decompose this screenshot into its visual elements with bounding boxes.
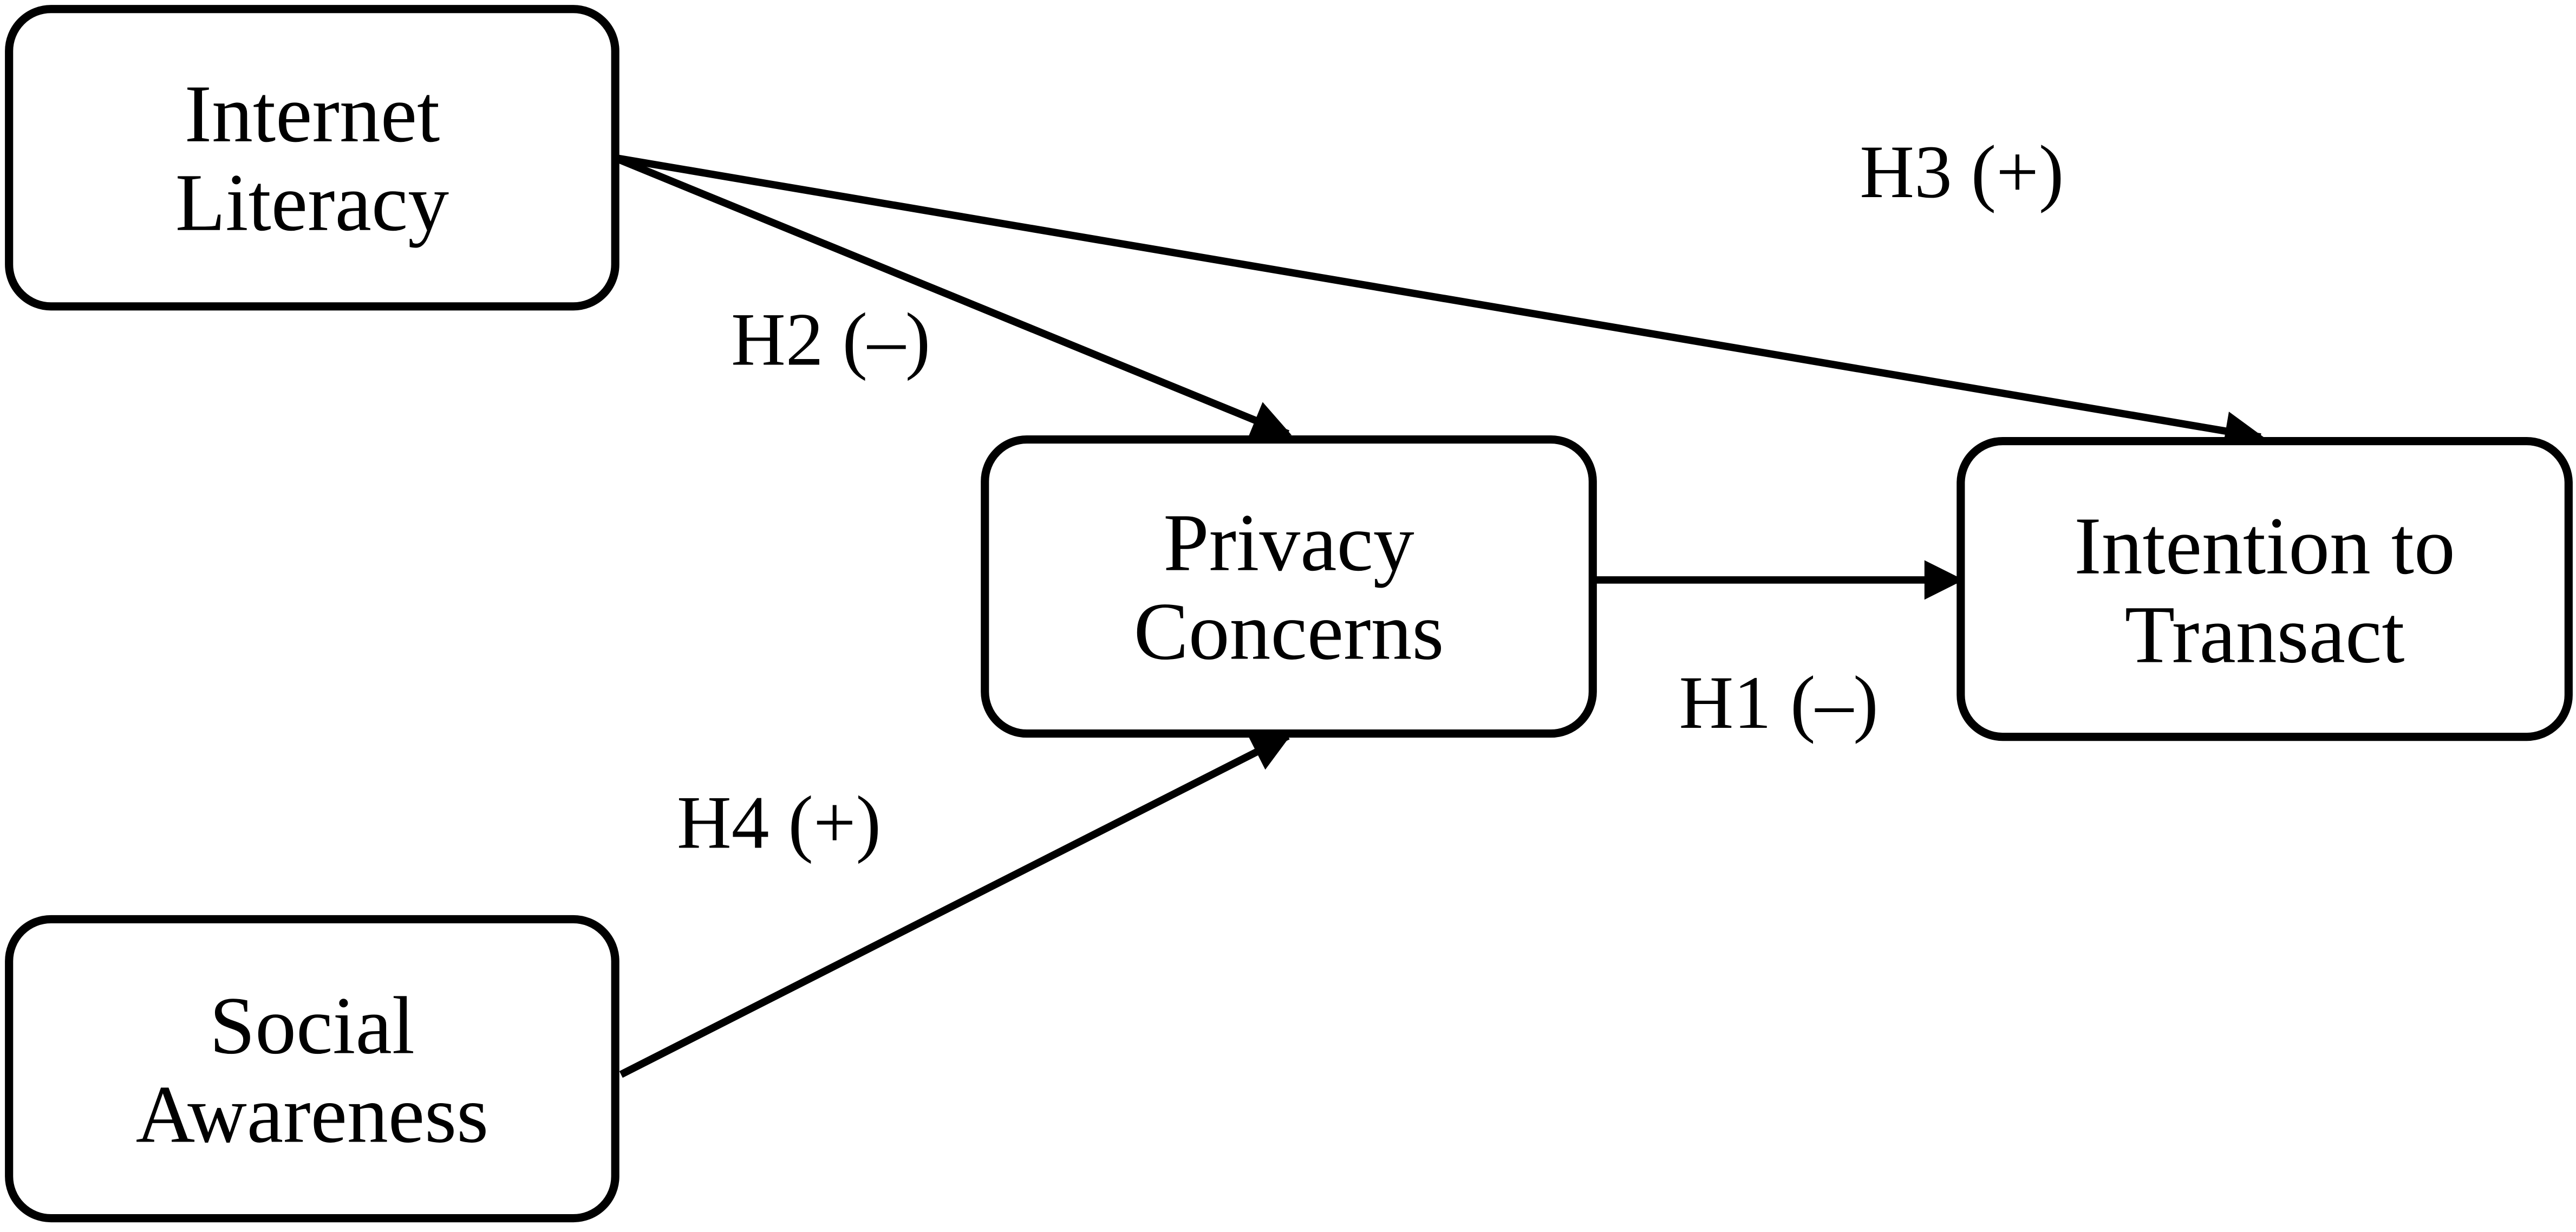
node-label-line: Concerns: [1133, 585, 1444, 677]
node-internet-literacy: Internet Literacy: [5, 5, 619, 311]
edge-label-h1: H1 (–): [1679, 660, 1879, 745]
node-intention-to-transact: Intention to Transact: [1957, 436, 2573, 741]
edge-h4: [619, 733, 1292, 1078]
node-privacy-concerns: Privacy Concerns: [981, 435, 1597, 738]
edge-h2: [613, 154, 1292, 439]
node-label-line: Awareness: [135, 1067, 489, 1159]
node-label-line: Social: [209, 978, 415, 1071]
node-label-line: Literacy: [175, 156, 449, 249]
edge-label-h3: H3 (+): [1860, 129, 2064, 214]
edge-h3: [614, 154, 2265, 451]
node-social-awareness: Social Awareness: [5, 915, 619, 1223]
edge-label-h4: H4 (+): [676, 780, 882, 864]
node-label-line: Transact: [2124, 587, 2405, 680]
node-label-line: Internet: [184, 67, 440, 160]
edge-label-h2: H2 (–): [731, 297, 931, 381]
node-label-line: Privacy: [1163, 496, 1414, 589]
node-label-line: Intention to: [2074, 498, 2455, 591]
